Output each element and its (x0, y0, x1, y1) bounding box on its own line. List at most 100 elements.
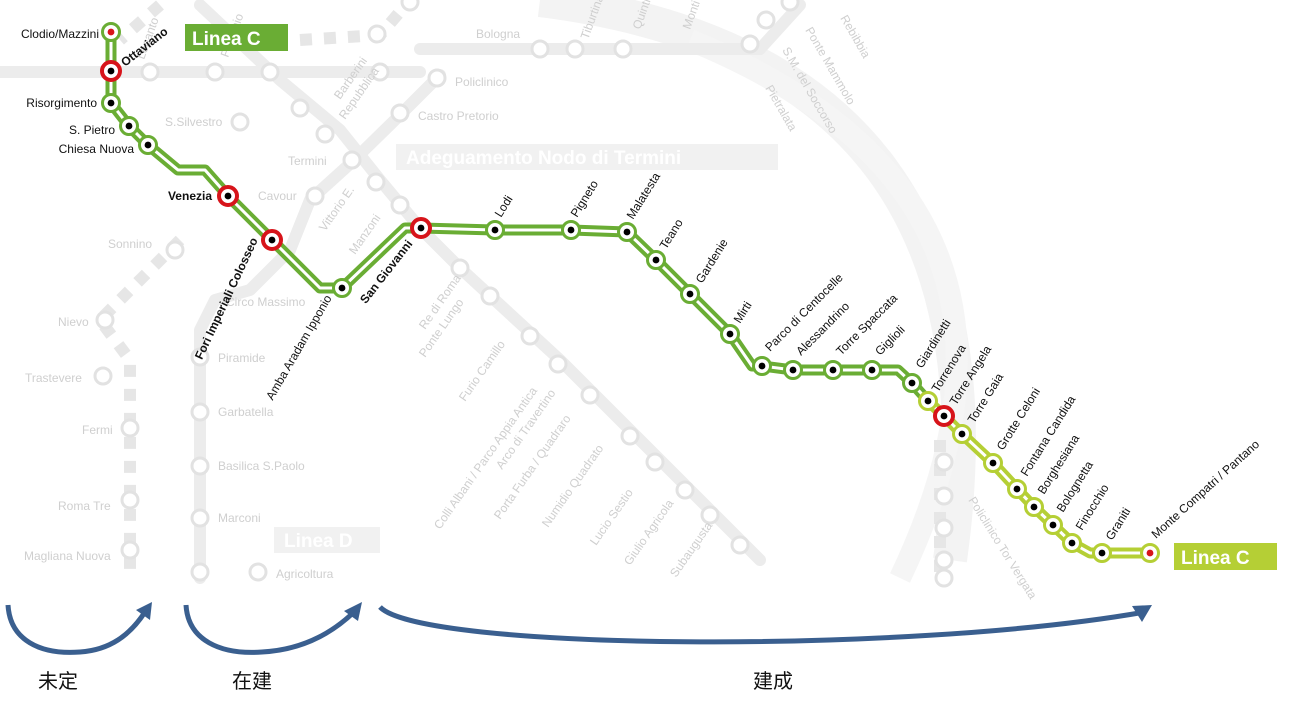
station-amba-aradam-ipponio (332, 278, 352, 298)
background-label-castro-pretorio: Castro Pretorio (418, 109, 499, 123)
background-label-piramide: Piramide (218, 351, 266, 365)
background-station-marker (190, 402, 210, 422)
background-station-marker (367, 24, 387, 44)
linea-d-banner-text: Linea D (284, 531, 353, 552)
station-borghesiana (1024, 497, 1044, 517)
background-station-marker (740, 34, 760, 54)
background-station-marker (675, 480, 695, 500)
background-station-marker (700, 505, 720, 525)
linea-d-banner: Linea D (274, 527, 380, 553)
background-station-marker (934, 568, 954, 588)
station-label-chiesa-nuova: Chiesa Nuova (59, 142, 135, 156)
background-station-marker (366, 172, 386, 192)
background-label-rebibbia: Rebibbia (837, 13, 873, 61)
linea-c-track (105, 32, 1150, 559)
background-station-marker (190, 508, 210, 528)
station-dot (726, 330, 734, 338)
background-station-marker (120, 490, 140, 510)
background-station-marker (390, 103, 410, 123)
background-station-marker (315, 124, 335, 144)
station-torre-spaccata (823, 360, 843, 380)
station-label-monte-compatri-pantano: Monte Compatri / Pantano (1149, 437, 1263, 541)
background-label-termini: Termini (288, 154, 327, 168)
station-chiesa-nuova (138, 135, 158, 155)
station-dot (989, 459, 997, 467)
background-station-marker (520, 326, 540, 346)
background-station-marker (370, 62, 390, 82)
station-dot (224, 192, 232, 200)
linea-c-badge-bottom-box (1174, 543, 1277, 570)
background-station-marker (260, 62, 280, 82)
station-dot (1030, 503, 1038, 511)
linea-c-badge-top: Linea C (185, 24, 288, 51)
station-dot (758, 362, 766, 370)
background-label-agricoltura: Agricoltura (276, 567, 334, 581)
station-dot (1049, 521, 1057, 529)
background-station-marker (934, 550, 954, 570)
background-station-marker (290, 98, 310, 118)
station-fontana-candida (1007, 479, 1027, 499)
station-label-teano: Teano (657, 216, 686, 251)
background-station-marker (390, 195, 410, 215)
station-label-s-pietro: S. Pietro (69, 123, 115, 137)
background-label-s-silvestro: S.Silvestro (165, 115, 223, 129)
background-label-cavour: Cavour (258, 189, 297, 203)
station-dot (491, 226, 499, 234)
background-label-garbatella: Garbatella (218, 405, 274, 419)
station-dot (908, 379, 916, 387)
background-station-marker (730, 535, 750, 555)
station-dot (868, 366, 876, 374)
background-station-marker (400, 0, 420, 12)
station-bolognetta (1043, 515, 1063, 535)
station-label-malatesta: Malatesta (624, 170, 664, 222)
station-gardenie (680, 284, 700, 304)
background-label-giulio-agricola: Giulio Agricola (621, 497, 677, 568)
background-station-marker (190, 347, 210, 367)
station-label-gardenie: Gardenie (693, 236, 731, 286)
bg-line-b2 (754, 0, 806, 55)
station-dot (940, 412, 948, 420)
background-station-marker (934, 486, 954, 506)
arrow-undetermined (5, 604, 148, 655)
station-finocchio (1062, 533, 1082, 553)
station-dot (623, 228, 631, 236)
background-label-magliana-nuova: Magliana Nuova (24, 549, 111, 563)
station-torre-angela (933, 405, 955, 427)
background-station-marker (780, 0, 800, 12)
station-teano (646, 250, 666, 270)
station-torre-gaia (952, 424, 972, 444)
linea-c-badge-top-box (185, 24, 288, 51)
station-s-pietro (119, 116, 139, 136)
station-dot (268, 236, 276, 244)
station-dot (567, 226, 575, 234)
station-lodi (485, 220, 505, 240)
background-station-marker (427, 68, 447, 88)
station-dot (686, 290, 694, 298)
station-label-mirti: Mirti (731, 299, 755, 326)
background-station-marker (934, 518, 954, 538)
station-malatesta (617, 222, 637, 242)
linea-c-stations (100, 22, 1160, 563)
termini-banner: Adeguamento Nodo di Termini (396, 144, 778, 170)
bg-dashed-m (299, 0, 415, 46)
segment-label-under-construction: 在建 (232, 669, 272, 693)
background-station-marker (480, 286, 500, 306)
station-giardinetti (902, 373, 922, 393)
station-giglioli (862, 360, 882, 380)
background-label-marconi: Marconi (218, 511, 261, 525)
background-station-marker (565, 39, 585, 59)
segment-label-completed: 建成 (753, 669, 793, 693)
station-dot (144, 141, 152, 149)
ring-road (537, 0, 976, 563)
station-dot (829, 366, 837, 374)
linea-c-badge-bottom-text: Linea C (1181, 548, 1250, 569)
background-station-marker (190, 456, 210, 476)
background-station-marker (305, 186, 325, 206)
station-dot (652, 256, 660, 264)
arrow-under-construction (183, 604, 356, 655)
background-label-policlinico: Policlinico (455, 75, 509, 89)
background-station-marker (120, 540, 140, 560)
station-dot (958, 430, 966, 438)
linea-c-badge-bottom: Linea C (1174, 543, 1277, 570)
background-station-marker (580, 385, 600, 405)
